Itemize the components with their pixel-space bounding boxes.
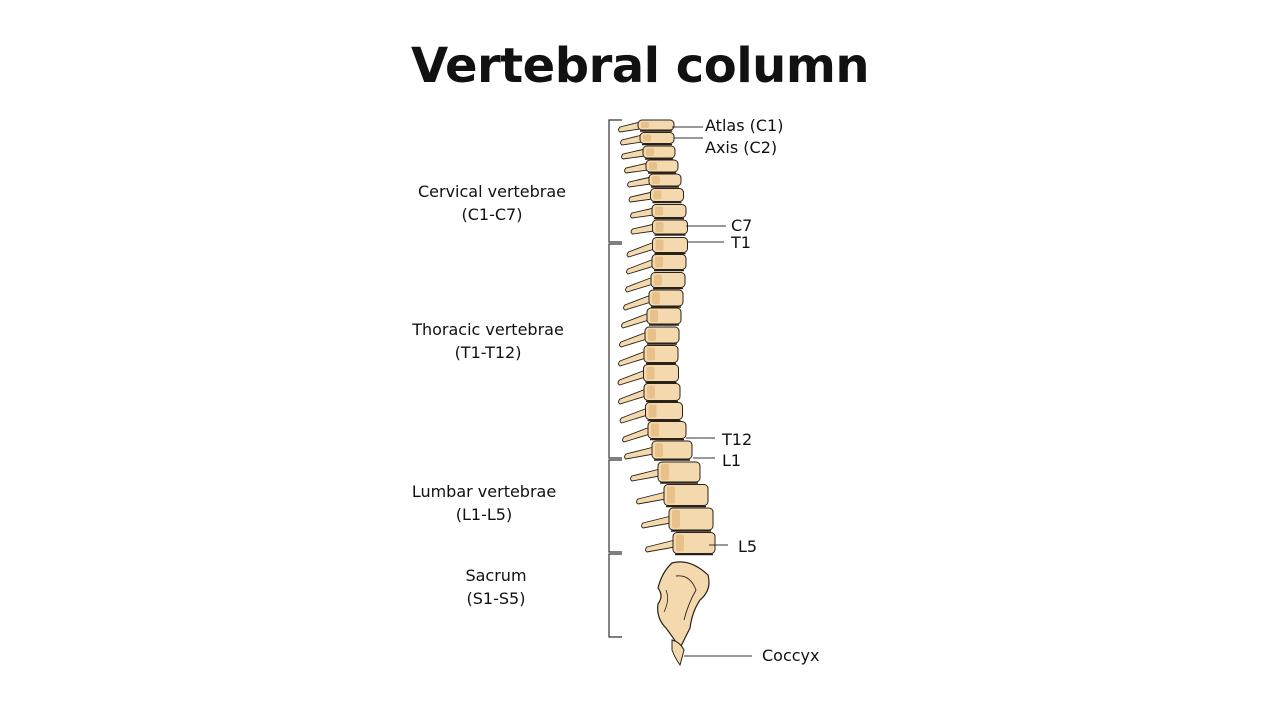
region-brackets [608, 119, 622, 638]
sacrum-detail [663, 589, 668, 613]
vertebra-shading [661, 464, 669, 480]
vertebra-shading [655, 239, 664, 251]
spinous-process [630, 207, 655, 219]
vertebra-shading [646, 148, 654, 156]
spinous-process [623, 294, 652, 311]
spinous-process [621, 312, 650, 329]
spinous-process [618, 388, 647, 405]
vertebra-shading [655, 206, 663, 216]
region-thoracic-name: Thoracic vertebrae [412, 320, 564, 339]
vertebra-shading [652, 292, 660, 304]
vertebra-shading [654, 274, 662, 286]
region-sacrum-range: (S1-S5) [466, 589, 526, 608]
spinous-process [618, 121, 641, 133]
vertebra-shading [647, 347, 655, 361]
vertebra-shading [672, 510, 680, 528]
region-sacrum-name: Sacrum [465, 566, 527, 585]
vertebra-shading [650, 310, 658, 322]
vertebra-shading [655, 256, 663, 268]
bracket-cervical [608, 119, 622, 243]
spinous-process [641, 515, 672, 529]
spinous-process [626, 258, 655, 275]
label-atlas: Atlas (C1) [705, 116, 784, 135]
spinous-process [621, 148, 646, 160]
vertebra-shading [649, 162, 657, 170]
label-l1: L1 [722, 451, 742, 470]
spinous-process [624, 162, 649, 174]
spinous-process [617, 369, 646, 386]
vertebra-shading [641, 122, 649, 128]
region-lumbar: Lumbar vertebrae (L1-L5) [374, 480, 594, 526]
spinous-process [624, 446, 655, 460]
region-sacrum: Sacrum (S1-S5) [386, 564, 606, 610]
sacrum-detail [675, 575, 697, 621]
region-thoracic: Thoracic vertebrae (T1-T12) [378, 318, 598, 364]
label-l5: L5 [738, 537, 758, 556]
vertebra-shading [643, 134, 651, 142]
spinous-process [645, 539, 676, 553]
region-cervical-range: (C1-C7) [461, 205, 523, 224]
region-lumbar-range: (L1-L5) [455, 505, 513, 524]
spinous-process [636, 491, 667, 505]
bracket-sacrum [608, 553, 622, 638]
label-axis: Axis (C2) [705, 138, 778, 157]
spine-illustration [617, 119, 716, 667]
bracket-lumbar [608, 459, 622, 553]
region-lumbar-name: Lumbar vertebrae [411, 482, 557, 501]
vertebra-shading [648, 404, 657, 418]
region-thoracic-range: (T1-T12) [454, 343, 522, 362]
vertebra-shading [653, 190, 662, 200]
label-t1: T1 [731, 233, 751, 252]
label-coccyx: Coccyx [762, 646, 820, 665]
region-cervical: Cervical vertebrae (C1-C7) [382, 180, 602, 226]
spinous-process [630, 223, 655, 235]
vertebra-shading [648, 329, 656, 341]
vertebra-shading [676, 534, 684, 552]
vertebra-shading [655, 443, 663, 457]
region-cervical-name: Cervical vertebrae [417, 182, 567, 201]
label-t12: T12 [722, 430, 753, 449]
vertebra-shading [646, 366, 655, 380]
spinous-process [630, 468, 661, 482]
diagram-title: Vertebral column [410, 38, 870, 94]
spinous-process [619, 407, 648, 424]
coccyx [671, 639, 685, 667]
leader-lines [672, 126, 752, 657]
vertebra-shading [647, 385, 655, 399]
spinous-process [619, 331, 648, 348]
spinous-process [628, 191, 653, 203]
spinous-process [620, 134, 643, 146]
sacrum [657, 561, 710, 650]
vertebra-shading [652, 176, 660, 184]
spinous-process [622, 426, 651, 443]
bracket-thoracic [608, 243, 622, 459]
vertebra-shading [667, 486, 675, 504]
vertebra-shading [655, 222, 664, 232]
spinous-process [626, 241, 655, 258]
spinous-process [625, 276, 654, 293]
spinous-process [618, 350, 647, 367]
label-c7: C7 [731, 216, 753, 235]
vertebra-shading [651, 423, 659, 437]
spinous-process [627, 176, 652, 188]
